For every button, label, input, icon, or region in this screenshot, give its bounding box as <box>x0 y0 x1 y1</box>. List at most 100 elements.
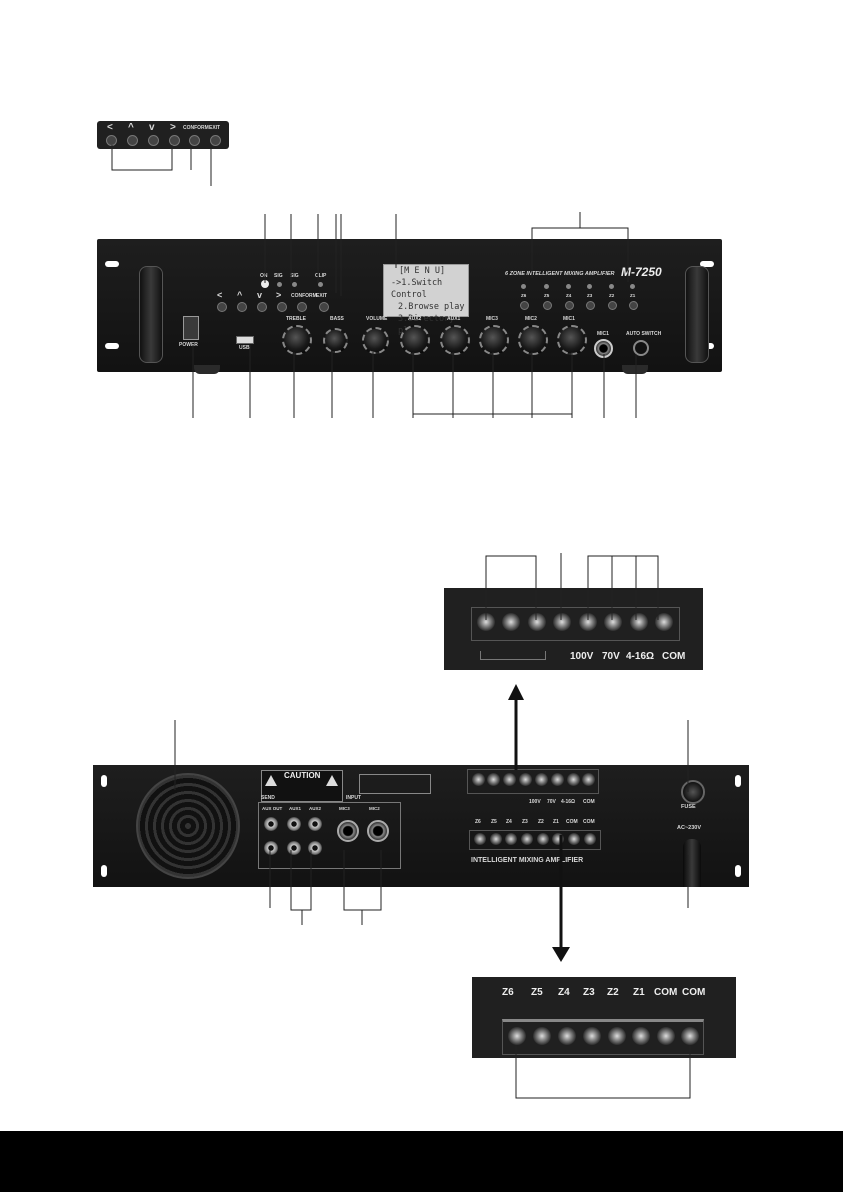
zone-terminal-label: Z4 <box>558 987 570 998</box>
rear-terminal-label: COM <box>583 799 595 805</box>
terminal-screw <box>558 1027 576 1045</box>
warning-icon <box>265 775 277 786</box>
zone-button[interactable] <box>543 301 552 310</box>
aux1-jack[interactable] <box>287 817 301 831</box>
auto-switch-label: AUTO SWITCH <box>626 331 662 337</box>
terminal-screw <box>535 773 548 786</box>
jack-label: MIC2 <box>369 806 380 811</box>
panel-confirm-button[interactable] <box>297 302 307 312</box>
led-label-clip: CLIP <box>315 273 327 279</box>
zone-label: Z4 <box>566 293 572 298</box>
volume-knob[interactable] <box>362 327 389 354</box>
rear-zone-label: COM <box>583 819 595 825</box>
zone-button[interactable] <box>565 301 574 310</box>
exit-label: EXIT <box>209 125 221 131</box>
usb-port[interactable] <box>236 336 254 344</box>
down-button[interactable] <box>148 135 159 146</box>
lcd-line: ->1.Switch Control <box>391 278 443 300</box>
exit-button[interactable] <box>210 135 221 146</box>
terminal-screw <box>657 1027 675 1045</box>
terminal-label: COM <box>662 651 686 662</box>
arrow-right-label: > <box>170 122 176 133</box>
terminal-screw <box>519 773 532 786</box>
signal-led <box>277 282 282 287</box>
zone-led <box>587 284 592 289</box>
knob-label: MIC1 <box>563 316 575 322</box>
left-button[interactable] <box>106 135 117 146</box>
zone-led <box>544 284 549 289</box>
up-button[interactable] <box>127 135 138 146</box>
zone-button[interactable] <box>608 301 617 310</box>
rear-zone-label: Z2 <box>538 819 544 825</box>
right-button[interactable] <box>169 135 180 146</box>
panel-up-button[interactable] <box>237 302 247 312</box>
jack-label: AUX OUT <box>262 806 283 811</box>
zone-label: Z2 <box>609 293 615 298</box>
terminal-screw <box>490 833 502 845</box>
mic1-jack[interactable] <box>594 339 613 358</box>
rear-terminal-label: 70V <box>547 799 556 805</box>
terminal-screw <box>521 833 533 845</box>
caution-label: CAUTION <box>261 770 343 802</box>
terminal-screw <box>553 613 571 631</box>
zone-label: Z6 <box>521 293 527 298</box>
foot <box>622 365 648 374</box>
zone-led <box>630 284 635 289</box>
model-number: M-7250 <box>621 265 662 279</box>
button-strip: < ^ v > CONFORM EXIT <box>97 121 229 149</box>
terminal-screw <box>584 833 596 845</box>
panel-exit-button[interactable] <box>319 302 329 312</box>
bridge-symbol <box>480 651 546 660</box>
terminal-screw <box>681 1027 699 1045</box>
rear-zone-label: Z4 <box>506 819 512 825</box>
aux2-knob[interactable] <box>400 325 430 355</box>
zone-terminal-label: COM <box>682 987 706 998</box>
rear-terminal-strip <box>467 769 599 794</box>
rear-zone-label: Z1 <box>553 819 559 825</box>
zone-label: Z1 <box>630 293 636 298</box>
panel-right-button[interactable] <box>277 302 287 312</box>
mic2-knob[interactable] <box>518 325 548 355</box>
terminal-screw <box>582 773 595 786</box>
power-switch[interactable] <box>183 316 199 340</box>
mic3-jack[interactable] <box>337 820 359 842</box>
mic1-knob[interactable] <box>557 325 587 355</box>
auto-switch-button[interactable] <box>633 340 649 356</box>
panel-left-button[interactable] <box>217 302 227 312</box>
zone-led <box>609 284 614 289</box>
caution-title: CAUTION <box>284 771 321 780</box>
zone-button[interactable] <box>520 301 529 310</box>
confirm-button[interactable] <box>189 135 200 146</box>
jack-label: AUX1 <box>289 806 302 811</box>
terminal-screw <box>503 773 516 786</box>
rack-ear-hole <box>101 775 107 787</box>
model-title: 6 ZONE INTELLIGENT MIXING AMPLIFIER <box>505 271 615 277</box>
terminal-screw <box>552 833 564 845</box>
aux-out-jack[interactable] <box>264 817 278 831</box>
aux-out-jack[interactable] <box>264 841 278 855</box>
led-label-on: ON <box>260 273 268 279</box>
zone-led <box>566 284 571 289</box>
terminal-screw <box>474 833 486 845</box>
aux2-jack[interactable] <box>308 817 322 831</box>
aux1-knob[interactable] <box>440 325 470 355</box>
lcd-display: [M E N U] ->1.Switch Control 2.Browse pl… <box>383 264 469 336</box>
aux1-jack[interactable] <box>287 841 301 855</box>
bass-knob[interactable] <box>323 328 348 353</box>
mic3-knob[interactable] <box>479 325 509 355</box>
rack-ear-hole <box>735 865 741 877</box>
treble-knob[interactable] <box>282 325 312 355</box>
knob-label: TREBLE <box>286 316 306 322</box>
knob-label: VOLUME <box>366 316 388 322</box>
fuse-holder[interactable] <box>681 780 705 804</box>
mic2-jack[interactable] <box>367 820 389 842</box>
front-panel: ON SIG SIG CLIP < ^ v > CONFORM EXIT [M … <box>97 239 722 374</box>
aux2-jack[interactable] <box>308 841 322 855</box>
zone-button[interactable] <box>629 301 638 310</box>
panel-down-button[interactable] <box>257 302 267 312</box>
terminal-screw <box>567 773 580 786</box>
confirm-label: CONFORM <box>183 125 209 131</box>
left-handle <box>139 266 163 363</box>
zone-button[interactable] <box>586 301 595 310</box>
arrow-up-icon <box>508 684 524 770</box>
